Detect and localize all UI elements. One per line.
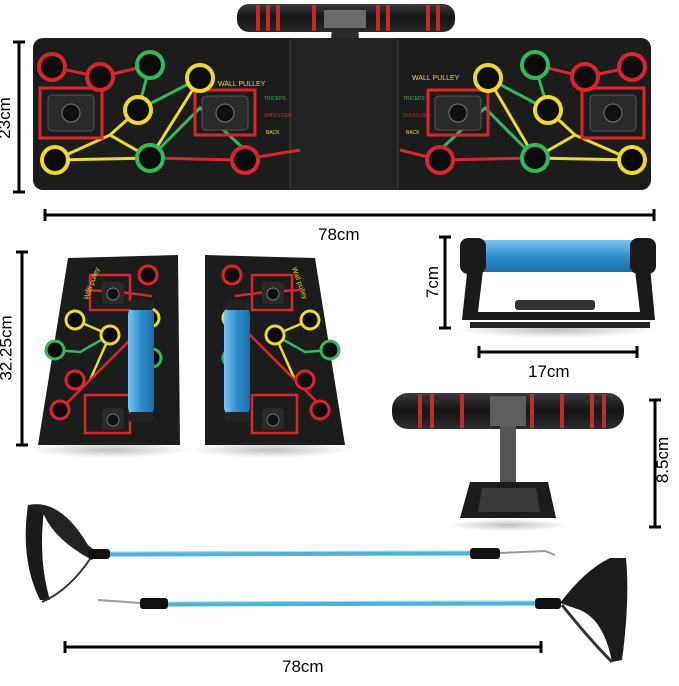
band-length-label: 78cm — [282, 657, 324, 676]
situp-bar-height-label: 8.5cm — [653, 436, 673, 484]
pushup-board: WALL PULLEY TRICEPS SHOULDER BACK — [33, 4, 651, 190]
dimension-lines — [13, 40, 661, 653]
folded-panel-left: Wall pulley — [30, 255, 190, 458]
board-right-back: BACK — [406, 130, 420, 136]
board-right-title: WALL PULLEY — [412, 75, 460, 82]
board-height-label: 23cm — [0, 97, 14, 139]
situp-bar — [392, 393, 624, 531]
pushup-handle — [455, 238, 656, 338]
pushup-handle-height-label: 7cm — [423, 265, 443, 299]
board-left-title: WALL PULLEY — [218, 81, 266, 88]
pushup-handle-width-label: 17cm — [528, 362, 570, 381]
folded-panel-right: Wall pulley — [190, 255, 350, 458]
resistance-band-top — [25, 504, 556, 603]
board-left-shoulder: SHOULDER — [264, 113, 292, 119]
panel-height-label: 32.25cm — [0, 315, 16, 381]
resistance-band-bottom — [97, 558, 628, 664]
board-right-triceps: TRICEPS — [403, 96, 425, 102]
board-right-shoulder: SHOULDER — [403, 113, 431, 119]
board-width-label: 78cm — [318, 225, 360, 244]
board-left-triceps: TRICEPS — [264, 96, 286, 102]
board-left-back: BACK — [266, 130, 280, 136]
